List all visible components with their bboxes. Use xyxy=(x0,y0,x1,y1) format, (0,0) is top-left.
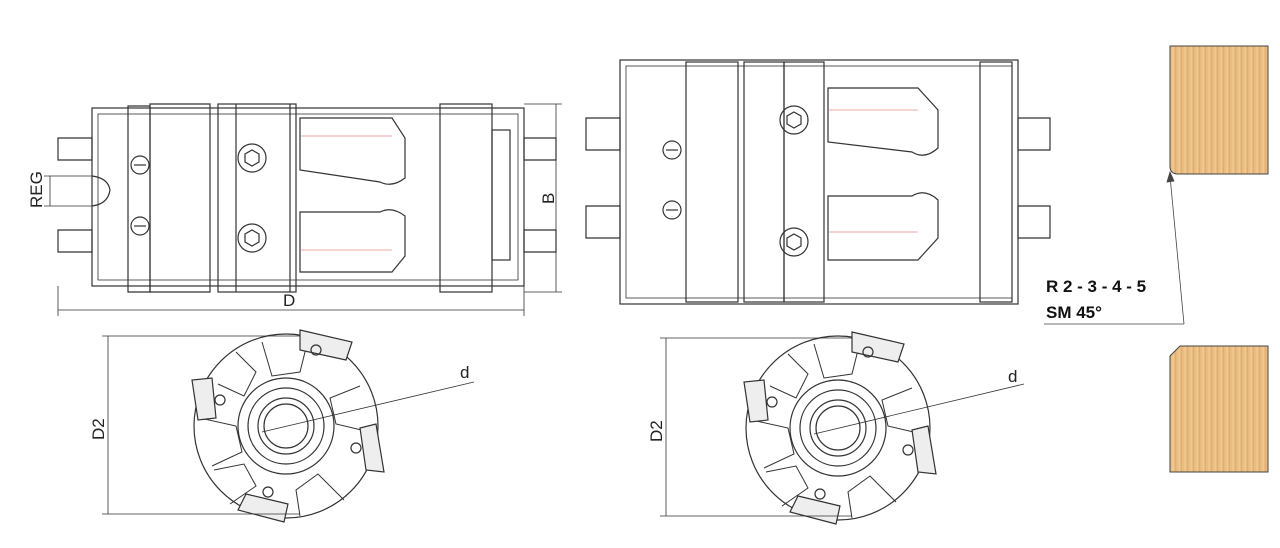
knife-icon xyxy=(851,331,905,363)
right-view-left-stub xyxy=(585,117,621,239)
d-left-label: d xyxy=(460,363,469,382)
wood-profile-chamfer xyxy=(1169,345,1269,473)
right-side-view xyxy=(585,59,1051,305)
knife-icon xyxy=(789,488,841,525)
profile-chamfer-spec: SM 45° xyxy=(1046,303,1102,322)
profile-leader xyxy=(1044,170,1185,325)
knife-icon xyxy=(191,377,226,421)
bolt-icon xyxy=(237,223,267,253)
knife-icon xyxy=(299,329,353,361)
left-block xyxy=(149,103,211,293)
knife-icon xyxy=(902,425,937,475)
right-band xyxy=(439,103,493,293)
left-clamp xyxy=(127,105,151,293)
right-front-dimensions xyxy=(660,337,1025,517)
right-bore xyxy=(809,399,867,457)
left-front-dimensions xyxy=(102,335,475,515)
left-shaft-stub xyxy=(57,137,93,253)
right-lower-knife xyxy=(827,192,939,261)
right-view-right-stub xyxy=(1017,117,1051,239)
left-dimensions xyxy=(44,103,562,316)
center-band xyxy=(217,103,297,293)
right-hub-outer xyxy=(789,379,887,477)
left-cutter-outline xyxy=(193,333,379,519)
right-body-outline xyxy=(619,59,1019,305)
profile-radius-spec: R 2 - 3 - 4 - 5 xyxy=(1046,277,1146,296)
screw-icon xyxy=(130,155,150,236)
knife-icon xyxy=(350,423,385,473)
bolt-icon xyxy=(779,105,809,135)
knife-icon xyxy=(237,486,289,523)
screw-icon xyxy=(662,140,682,220)
d-total-label: D xyxy=(283,291,295,310)
bolt-icon xyxy=(779,227,809,257)
bolt-icon xyxy=(237,143,267,173)
d2-right-label: D2 xyxy=(647,420,666,442)
upper-knife-block xyxy=(299,117,406,185)
left-front-view xyxy=(191,329,385,523)
b-label: B xyxy=(539,193,558,204)
right-upper-knife xyxy=(827,87,939,156)
left-hub-outer xyxy=(237,377,335,475)
wood-profile-radius xyxy=(1169,45,1269,175)
right-cutter-outline xyxy=(745,335,931,521)
d2-left-label: D2 xyxy=(89,418,108,440)
lower-knife-block xyxy=(299,209,406,273)
left-bore xyxy=(257,397,315,455)
reg-label: REG xyxy=(27,171,46,208)
right-view-band xyxy=(743,61,785,303)
d-right-label: d xyxy=(1008,367,1017,386)
left-side-view xyxy=(57,103,557,293)
left-body-outline xyxy=(91,107,525,287)
knife-icon xyxy=(743,379,778,423)
reg-notch xyxy=(91,175,111,207)
